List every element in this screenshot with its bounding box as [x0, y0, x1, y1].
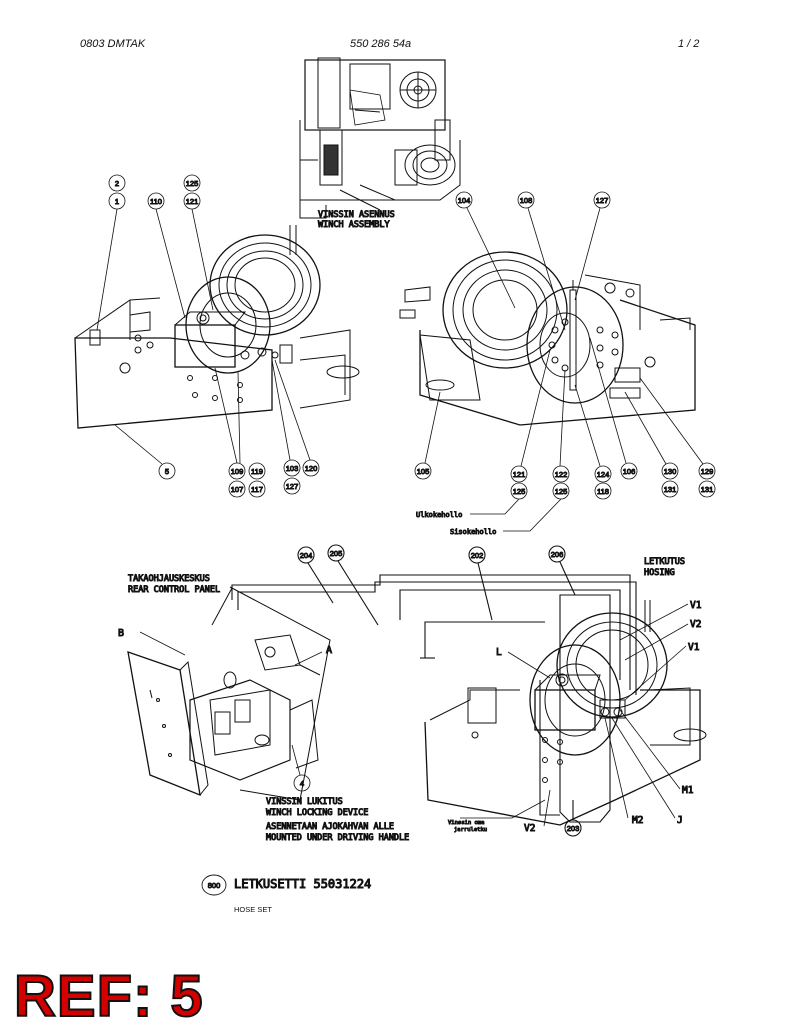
hosing-caption-fi: LETKUTUS	[644, 557, 685, 567]
callout-130: 130	[664, 467, 677, 476]
hose-set-subtitle: HOSE SET	[234, 905, 272, 914]
callout-205: 205	[330, 549, 343, 558]
left-view-callouts	[96, 174, 320, 498]
letter-v2-bottom: V2	[524, 823, 535, 834]
winch-hosing-view	[424, 600, 707, 827]
assembly-caption-en: WINCH ASSEMBLY	[318, 220, 390, 230]
callout-202: 202	[471, 551, 484, 560]
callout-120: 120	[305, 464, 318, 473]
assembly-view	[299, 57, 461, 219]
callout-107: 107	[231, 485, 244, 494]
callout-125: 125	[186, 179, 199, 188]
locking-caption-en: WINCH LOCKING DEVICE	[266, 808, 368, 818]
letter-b: B	[118, 628, 124, 639]
callout-106: 106	[623, 467, 636, 476]
letter-l: L	[496, 647, 502, 658]
header-part-number: 550 286 54a	[350, 38, 412, 50]
callout-204: 204	[300, 551, 313, 560]
callout-118: 118	[597, 487, 609, 496]
ref-banner: REF: 5	[13, 964, 204, 1029]
assembly-caption-fi: VINSSIN ASENNUS	[318, 210, 395, 220]
inner-side-label: Sisokehollo	[450, 528, 496, 536]
callout-2: 2	[115, 179, 119, 188]
callout-119: 119	[251, 467, 263, 476]
hose-set-ref: 800	[208, 881, 221, 890]
rear-control-panel	[127, 586, 331, 801]
callout-122: 122	[555, 470, 568, 479]
callout-5: 5	[165, 467, 169, 476]
callout-109: 109	[231, 467, 244, 476]
letter-v2-top: V2	[690, 619, 701, 630]
callout-104: 104	[458, 196, 471, 205]
callout-131: 131	[664, 485, 677, 494]
callout-127: 127	[596, 196, 609, 205]
callout-108: 108	[520, 196, 533, 205]
callout-110: 110	[150, 197, 162, 206]
callout-103: 103	[286, 464, 299, 473]
outer-side-label: Ulkokehollo	[416, 511, 462, 519]
locking-caption-fi: VINSSIN LUKITUS	[266, 797, 343, 807]
brake-hose-caption-fi: Vinssin oma	[448, 820, 484, 826]
hose-set-ref-circle	[201, 874, 227, 896]
callout-1: 1	[115, 197, 119, 206]
hosing-caption-en: HOSING	[644, 568, 675, 578]
callout-121: 121	[186, 197, 199, 206]
callout-206: 206	[551, 550, 564, 559]
callout-121b: 121	[513, 470, 526, 479]
callout-105: 105	[417, 467, 430, 476]
letter-j: J	[677, 815, 683, 826]
header-page-number: 1 / 2	[678, 38, 700, 50]
mounted-caption-fi: ASENNETAAN AJOKAHVAN ALLE	[266, 822, 394, 832]
callout-129: 129	[701, 467, 714, 476]
letter-a: A	[326, 645, 332, 656]
header-doc-code: 0803 DMTAK	[80, 38, 146, 50]
rear-panel-caption-fi: TAKAOHJAUSKESKUS	[128, 574, 210, 584]
letter-v1-top: V1	[690, 600, 702, 611]
callout-117: 117	[251, 485, 263, 494]
callout-127b: 127	[286, 482, 299, 491]
letter-m2: M2	[632, 815, 643, 826]
winch-left-view	[74, 225, 360, 429]
callout-125c: 125	[555, 487, 568, 496]
right-view-callouts	[414, 191, 716, 532]
winch-right-view	[399, 251, 696, 426]
brake-hose-caption-en: jarruletku	[454, 827, 487, 833]
callout-125b: 125	[513, 487, 526, 496]
mounted-caption-en: MOUNTED UNDER DRIVING HANDLE	[266, 833, 409, 843]
callout-4: 4	[300, 779, 304, 788]
callout-124: 124	[597, 470, 610, 479]
letter-m1: M1	[682, 785, 694, 796]
hose-set-title: LETKUSETTI 55031224	[234, 877, 371, 891]
rear-panel-caption-en: REAR CONTROL PANEL	[128, 585, 220, 595]
callout-131b: 131	[701, 485, 714, 494]
letter-v1-mid: V1	[688, 642, 700, 653]
callout-203: 203	[567, 824, 580, 833]
